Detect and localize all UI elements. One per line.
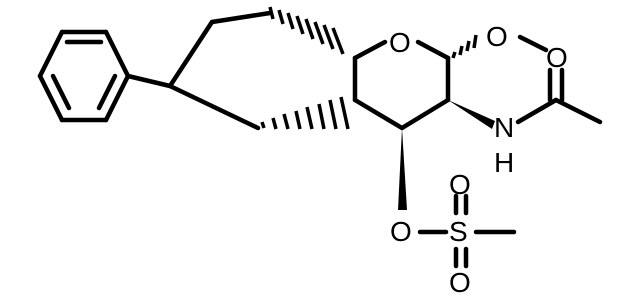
hashed-wedge-bottom: [260, 96, 350, 130]
sulfonyl-oxygen-bottom-label: O: [449, 267, 471, 298]
pyran-bond-4: [399, 97, 451, 131]
bold-wedge-amide: [448, 100, 495, 129]
pyran-bond-5: [352, 97, 405, 131]
methoxy-methyl-bond: [517, 34, 549, 53]
pyran-bond-1: [352, 39, 388, 61]
pyran-bond-2: [415, 39, 451, 61]
ring-bond-b: [209, 10, 273, 25]
amide-nitrogen-label: N: [494, 112, 514, 143]
sulfur-label: S: [449, 216, 468, 247]
ring-oxygen-label: O: [389, 27, 411, 58]
ring-bond-a: [167, 19, 215, 89]
phenyl-bond-2: [103, 29, 131, 79]
n-carbonyl-bond: [515, 97, 559, 125]
ring-bond-c: [167, 83, 261, 131]
phenyl-bond-3: [103, 73, 131, 123]
phenyl-bond-5: [37, 73, 65, 123]
phenyl-inner-double-3: [50, 73, 72, 111]
mesyl-ester-oxygen-label: O: [390, 216, 412, 247]
amide-hydrogen-label: H: [494, 147, 514, 178]
hashed-wedge-top: [268, 6, 345, 55]
hashed-wedge-methoxy: [451, 34, 478, 59]
phenyl-bond-6: [37, 29, 65, 79]
cycloheptane-ring: [125, 10, 273, 131]
acetyl-methyl-bond: [553, 97, 603, 125]
phenyl-inner-double-2: [96, 73, 118, 111]
phenyl-to-ring-bond: [125, 73, 173, 89]
bold-wedge-mesylate: [398, 128, 407, 210]
carbonyl-oxygen-label: O: [546, 42, 568, 73]
sulfonyl-oxygen-top-label: O: [449, 169, 471, 200]
methoxy-oxygen-label: O: [486, 21, 508, 52]
pyranose-ring: [352, 39, 451, 131]
phenyl-ring: [37, 29, 131, 123]
